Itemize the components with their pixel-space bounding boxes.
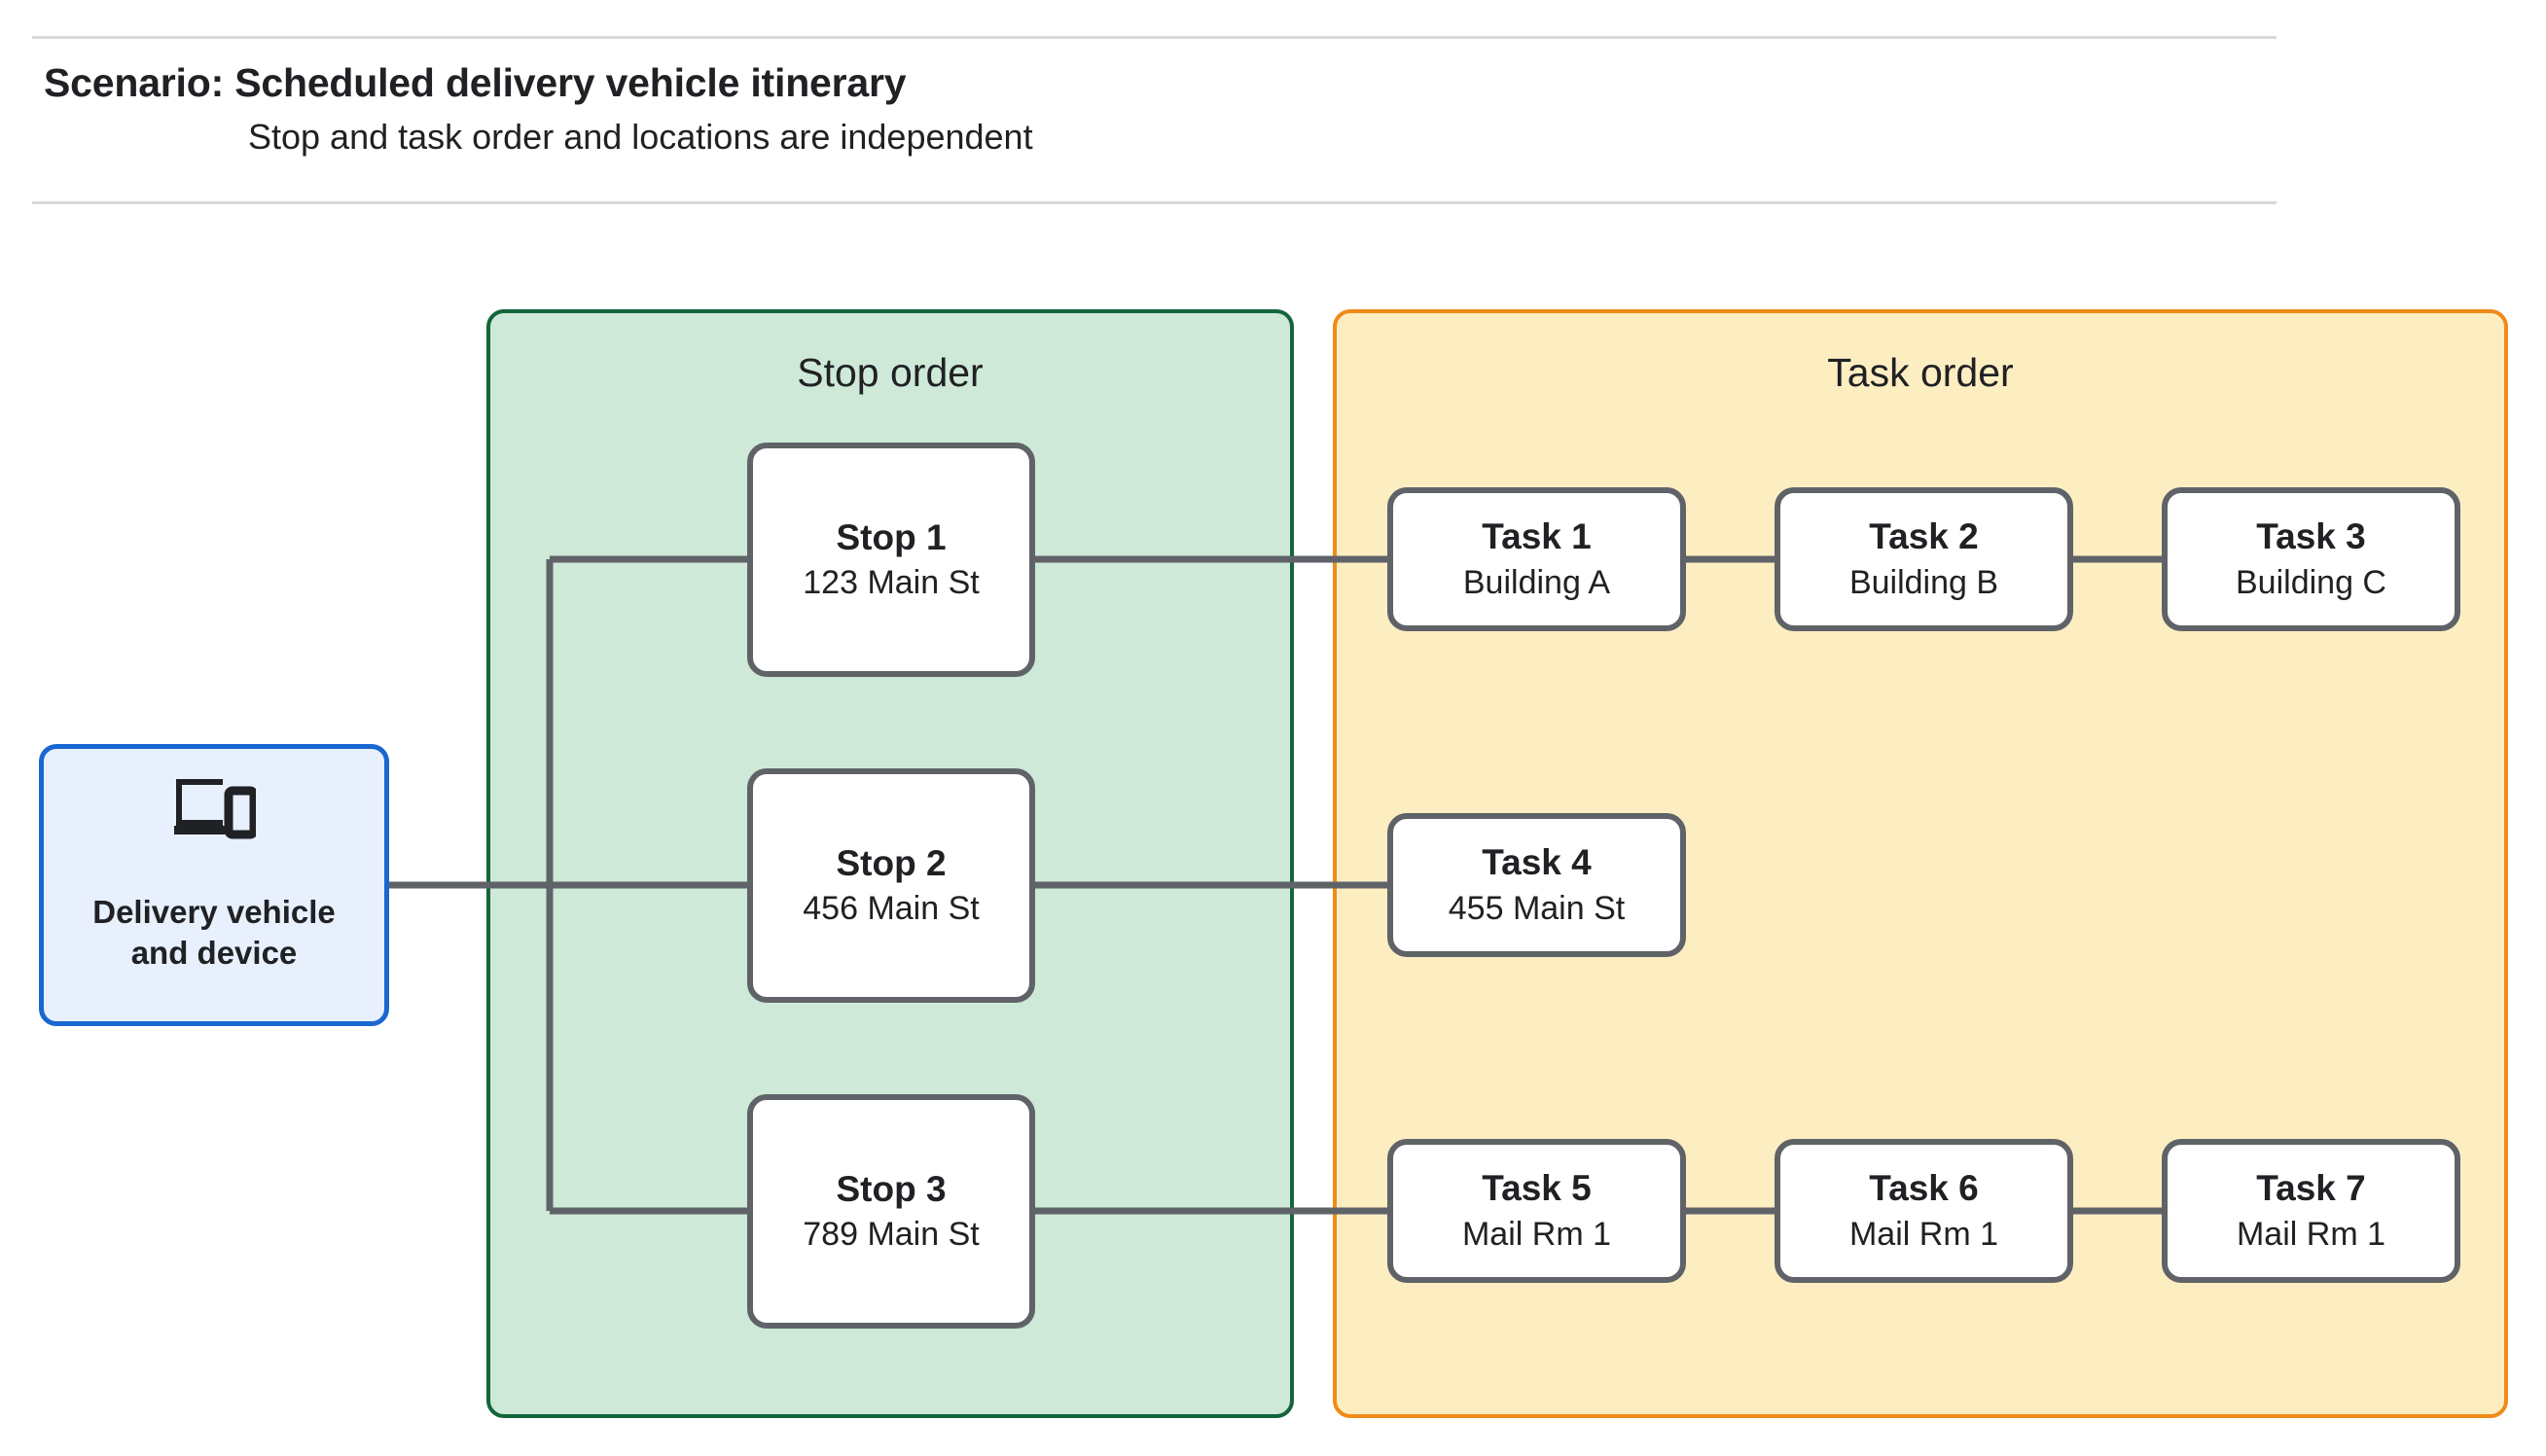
task-order-panel-title: Task order [1827,350,2014,395]
task-node-7-location: Mail Rm 1 [2236,1215,2386,1253]
header-rule-bottom [32,201,2277,204]
task-node-6-location: Mail Rm 1 [1848,1215,1999,1253]
task-node-3-title: Task 3 [2256,516,2366,557]
task-node-4[interactable]: Task 4 455 Main St [1387,813,1686,957]
task-node-4-title: Task 4 [1482,842,1592,883]
stop-node-2-title: Stop 2 [836,842,947,883]
stop-node-2-address: 456 Main St [803,890,980,928]
task-node-2[interactable]: Task 2 Building B [1775,487,2073,631]
task-node-1-title: Task 1 [1482,516,1592,557]
stop-node-3[interactable]: Stop 3 789 Main St [747,1094,1035,1329]
page-title: Scenario: Scheduled delivery vehicle iti… [44,60,907,105]
task-node-5-location: Mail Rm 1 [1461,1215,1612,1253]
stop-node-1[interactable]: Stop 1 123 Main St [747,443,1035,677]
task-node-2-location: Building B [1848,563,1999,601]
task-node-3[interactable]: Task 3 Building C [2162,487,2460,631]
task-node-2-title: Task 2 [1869,516,1979,557]
task-node-6[interactable]: Task 6 Mail Rm 1 [1775,1139,2073,1283]
task-node-5[interactable]: Task 5 Mail Rm 1 [1387,1139,1686,1283]
task-node-3-location: Building C [2236,563,2386,601]
delivery-vehicle-node[interactable]: Delivery vehicle and device [39,744,389,1026]
delivery-vehicle-label: Delivery vehicle and device [92,893,336,971]
stop-node-1-title: Stop 1 [836,516,947,557]
stop-node-1-address: 123 Main St [803,564,980,602]
task-node-7-title: Task 7 [2256,1168,2366,1209]
task-node-1-location: Building A [1462,563,1611,601]
stop-order-panel-title: Stop order [797,350,984,395]
task-node-4-location: 455 Main St [1448,889,1626,927]
page-subtitle: Stop and task order and locations are in… [248,117,1033,157]
task-node-7[interactable]: Task 7 Mail Rm 1 [2162,1139,2460,1283]
header-rule-top [32,36,2277,39]
stop-node-3-title: Stop 3 [836,1168,947,1209]
task-node-5-title: Task 5 [1482,1168,1592,1209]
devices-icon [172,775,259,839]
task-node-1[interactable]: Task 1 Building A [1387,487,1686,631]
stop-node-3-address: 789 Main St [803,1216,980,1254]
stop-node-2[interactable]: Stop 2 456 Main St [747,768,1035,1003]
task-node-6-title: Task 6 [1869,1168,1979,1209]
